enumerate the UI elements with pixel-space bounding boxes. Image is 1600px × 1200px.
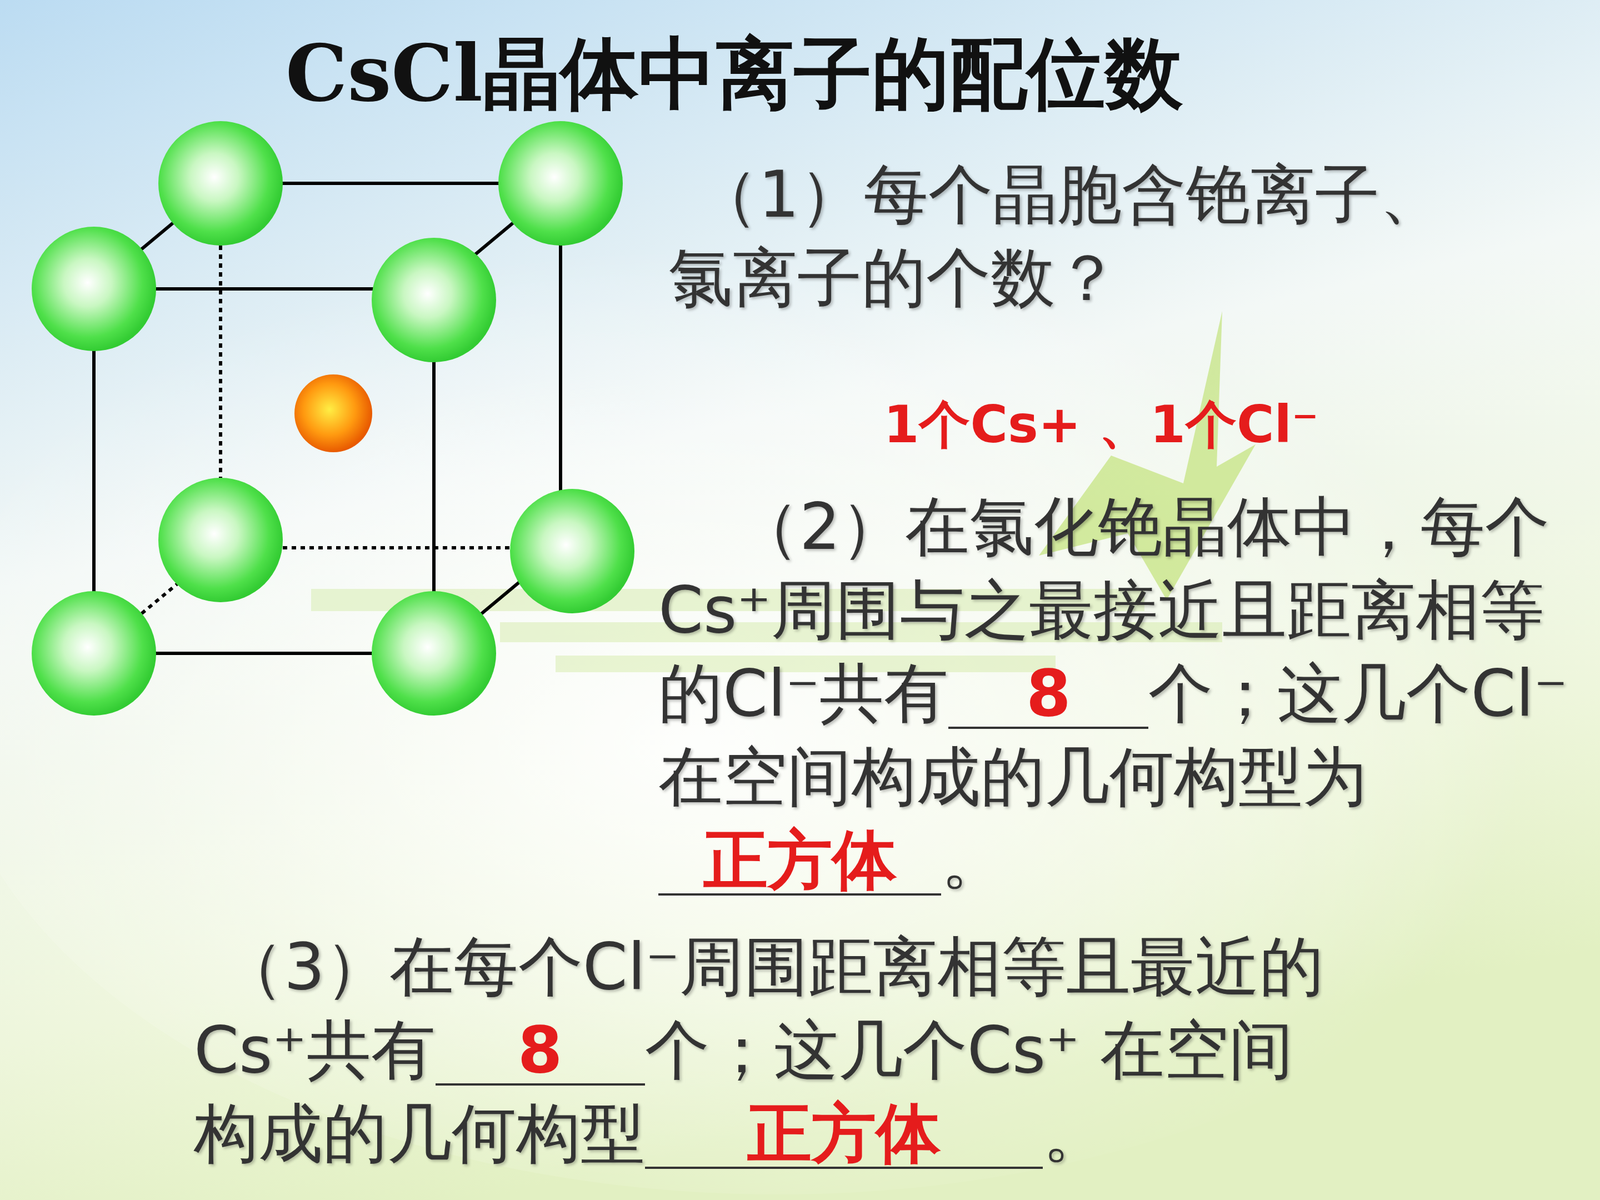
question-paragraph: （3）在每个Cl⁻周围距离相等且最近的Cs⁺共有8个；这几个Cs⁺ 在空间构成的… [193,925,1328,1175]
cube-hidden-edges [93,183,561,654]
question-text: （1）每个晶胞含铯离子、氯离子的个数？ [668,156,1444,315]
answer-text: 正方体 [703,822,897,898]
answer-blank: 正方体 [658,826,942,896]
question-text: 。 [941,822,1006,898]
question-paragraph: （2）在氯化铯晶体中，每个Cs⁺周围与之最接近且距离相等的Cl⁻共有8个；这几个… [658,485,1581,902]
slide-title: CsCl晶体中离子的配位数 [285,22,1183,128]
cl-ions [31,121,635,716]
glow [0,194,1600,1195]
answer-blank: 8 [435,1016,645,1086]
question-paragraph: （1）每个晶胞含铯离子、氯离子的个数？ [668,152,1469,320]
answer-text: 8 [517,1012,563,1088]
answer-blank: 正方体 [645,1100,1043,1169]
question-text: 。 [1042,1095,1108,1171]
cs-ion [294,374,373,453]
answer-text: 8 [1026,655,1072,731]
answer-text: 正方体 [747,1095,941,1171]
cube-edges [93,183,561,654]
answer-text: 1个Cs+ 、1个Cl⁻ [883,395,1319,455]
answer-blank: 8 [948,660,1149,729]
question-paragraph: 1个Cs+ 、1个Cl⁻ [795,383,1407,467]
